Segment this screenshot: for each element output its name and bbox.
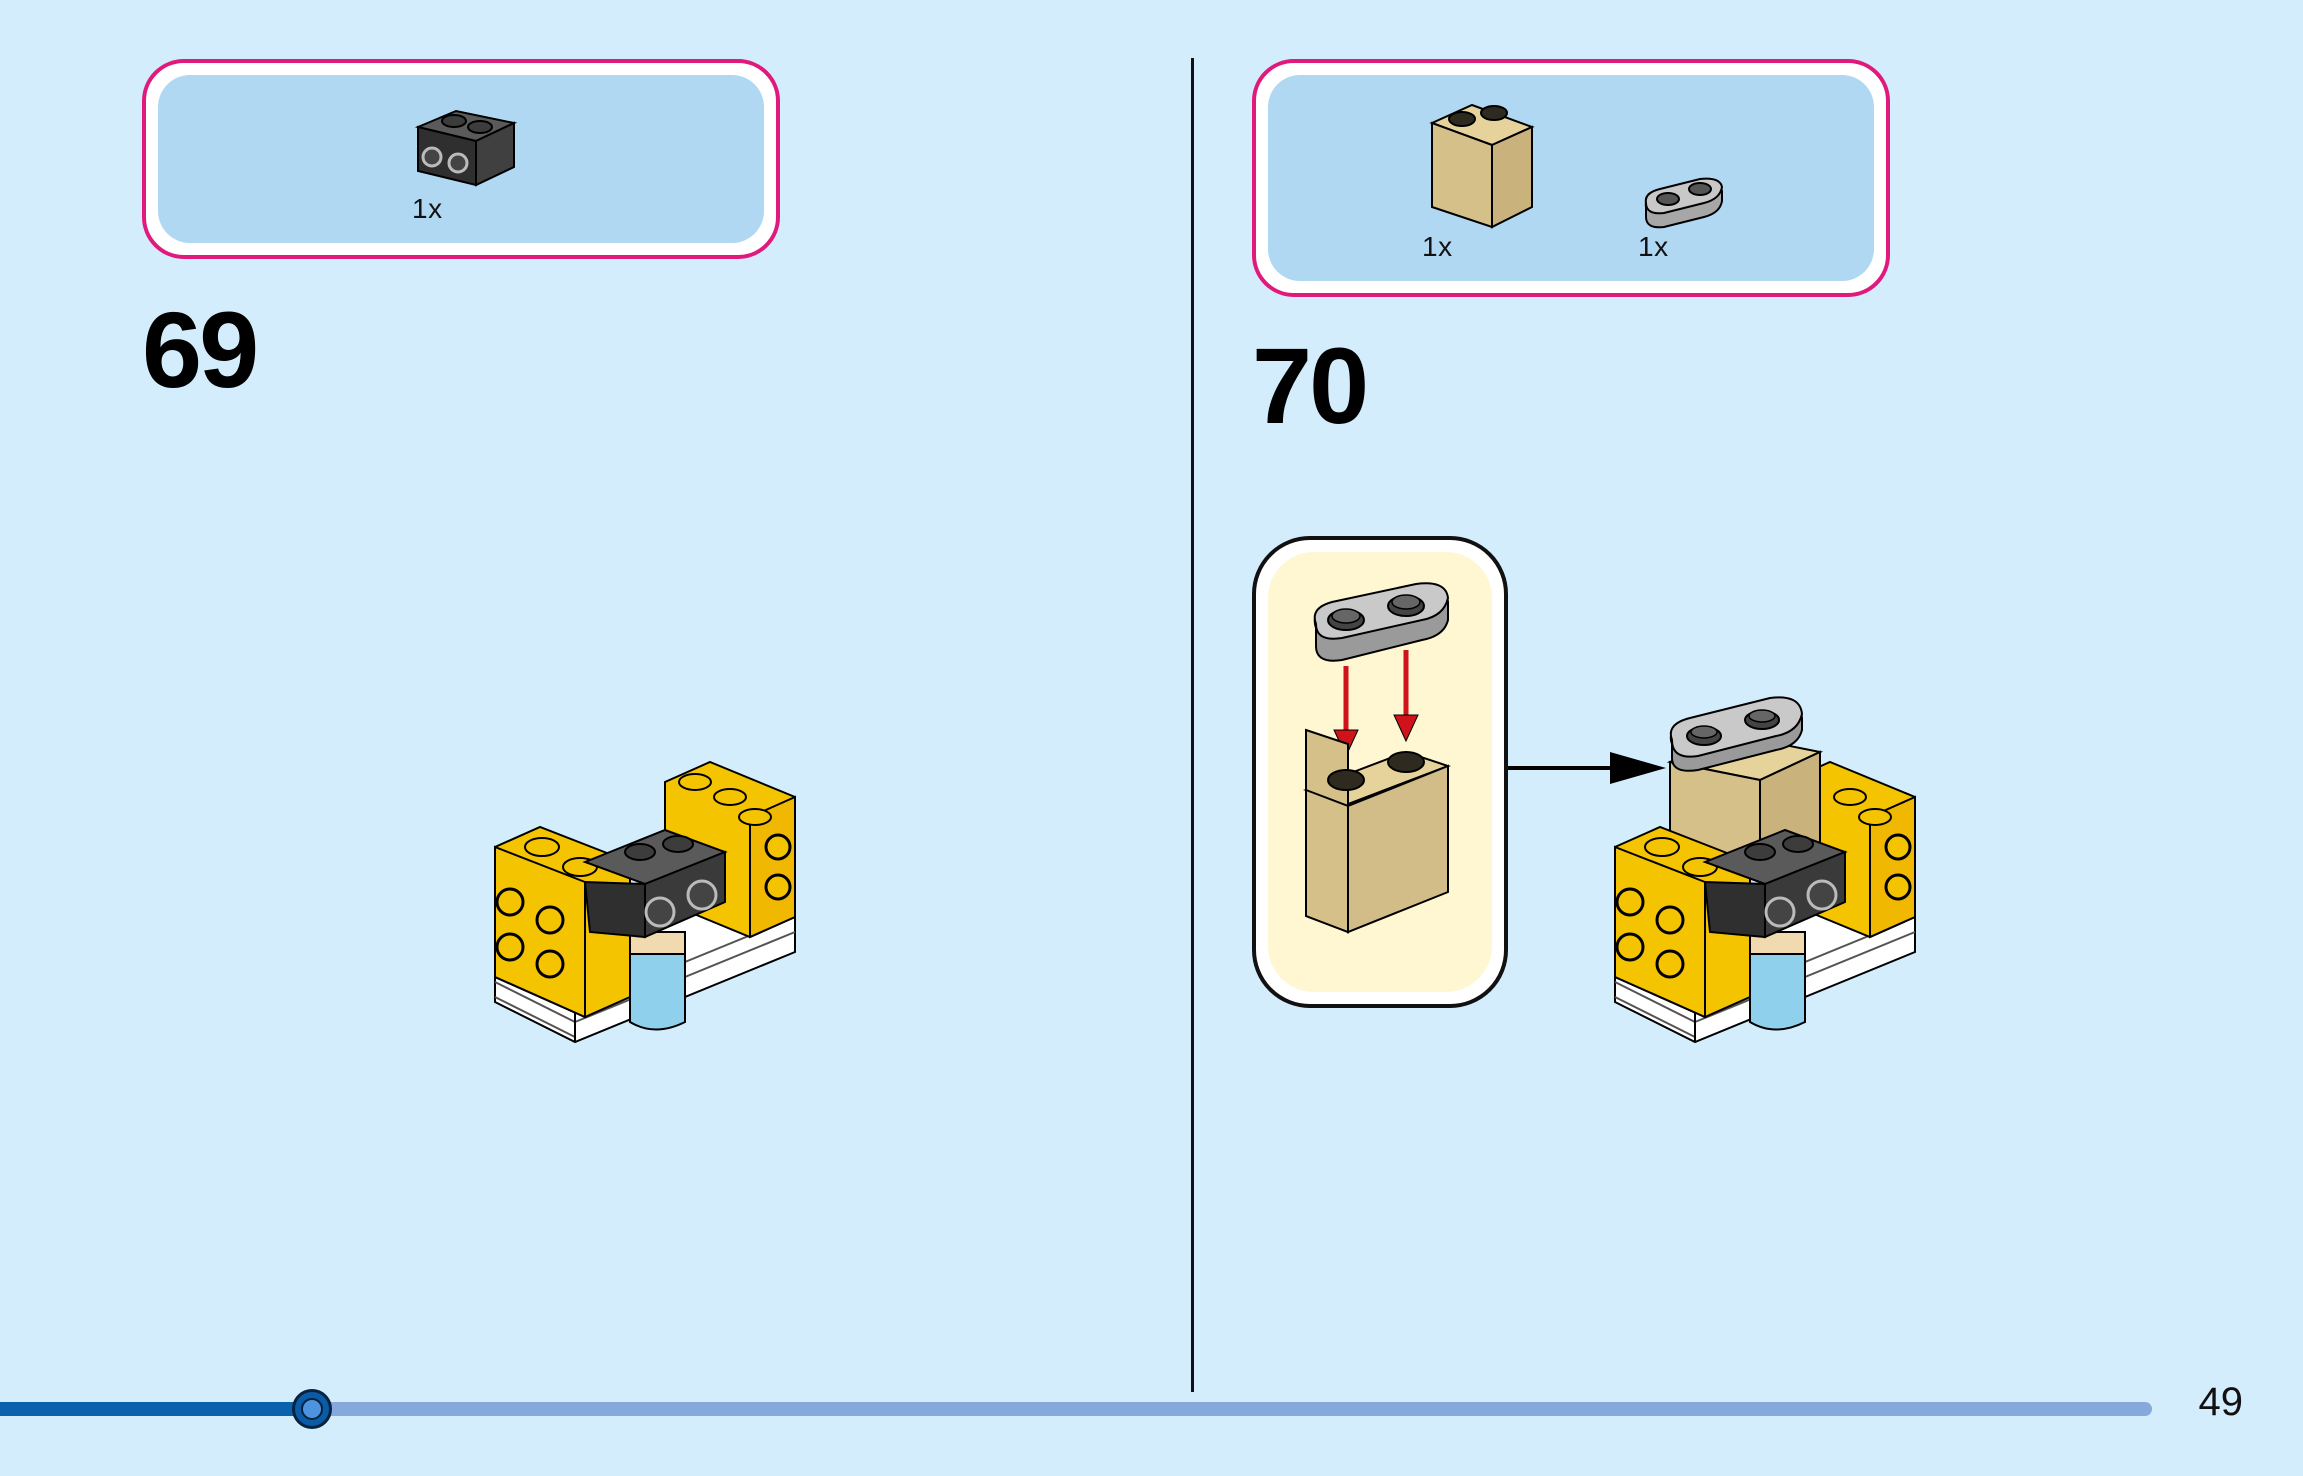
parts-list-panel	[1268, 75, 1874, 281]
tan-brick-1x2x2-icon	[1429, 103, 1535, 229]
dark-gray-brick-1x2-side-studs-icon	[414, 109, 518, 187]
page-divider	[1191, 58, 1194, 1392]
step-70-model-illustration	[1614, 696, 1916, 1044]
page-number: 49	[2198, 1380, 2244, 1424]
callout-arrow	[1508, 752, 1666, 784]
progress-fill	[0, 1402, 312, 1416]
light-gray-plate-1x2-rounded-icon	[1644, 177, 1724, 229]
progress-track	[0, 1402, 2152, 1416]
part-quantity: 1x	[412, 193, 443, 224]
part-quantity: 1x	[1638, 231, 1669, 262]
step-number-69: 69	[142, 289, 259, 410]
sub-assembly-callout	[1252, 536, 1508, 1008]
progress-marker	[292, 1389, 332, 1429]
sub-assembly-illustration	[1303, 582, 1451, 934]
step-number-70: 70	[1252, 325, 1369, 446]
parts-list-step-69: 1x	[142, 59, 780, 259]
step-69-model-illustration	[494, 760, 796, 1044]
parts-list-step-70: 1x 1x	[1252, 59, 1890, 297]
part-quantity: 1x	[1422, 231, 1453, 262]
